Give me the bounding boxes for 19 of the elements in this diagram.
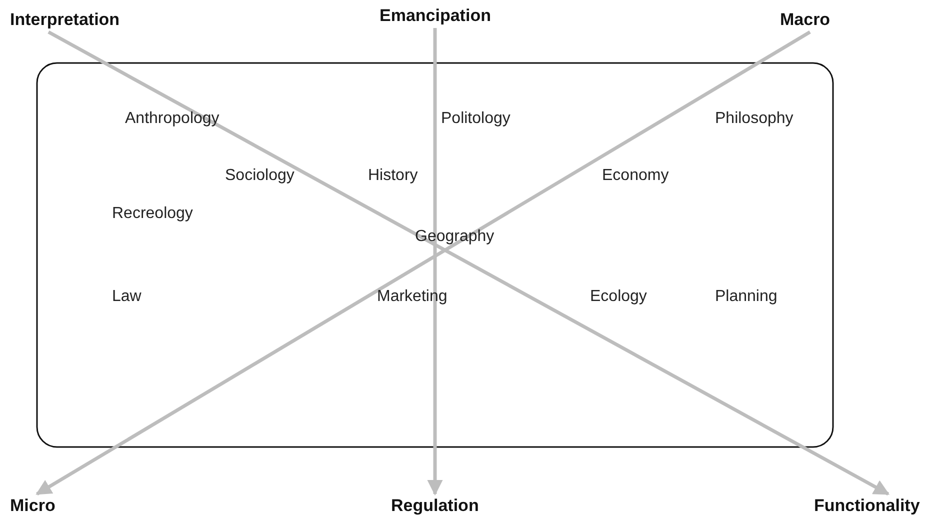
arrow: [427, 28, 443, 496]
discipline-label: History: [368, 167, 418, 185]
discipline-label: Politology: [441, 110, 510, 128]
axis-pole-label: Emancipation: [380, 6, 491, 26]
discipline-label: Geography: [415, 228, 494, 246]
discipline-label: Law: [112, 288, 142, 306]
discipline-label: Marketing: [377, 288, 448, 306]
axis-pole-label: Functionality: [814, 496, 920, 516]
discipline-label: Philosophy: [715, 110, 794, 128]
discipline-label: Planning: [715, 288, 778, 306]
axis-pole-label: Regulation: [391, 496, 479, 516]
discipline-label: Economy: [602, 167, 669, 185]
discipline-label: Sociology: [225, 167, 294, 185]
discipline-label: Anthropology: [125, 110, 220, 128]
discipline-label: Recreology: [112, 205, 193, 223]
axis-pole-label: Micro: [10, 496, 56, 516]
discipline-label: Ecology: [590, 288, 647, 306]
axis-pole-label: Interpretation: [10, 10, 120, 30]
axis-pole-label: Macro: [780, 10, 830, 30]
